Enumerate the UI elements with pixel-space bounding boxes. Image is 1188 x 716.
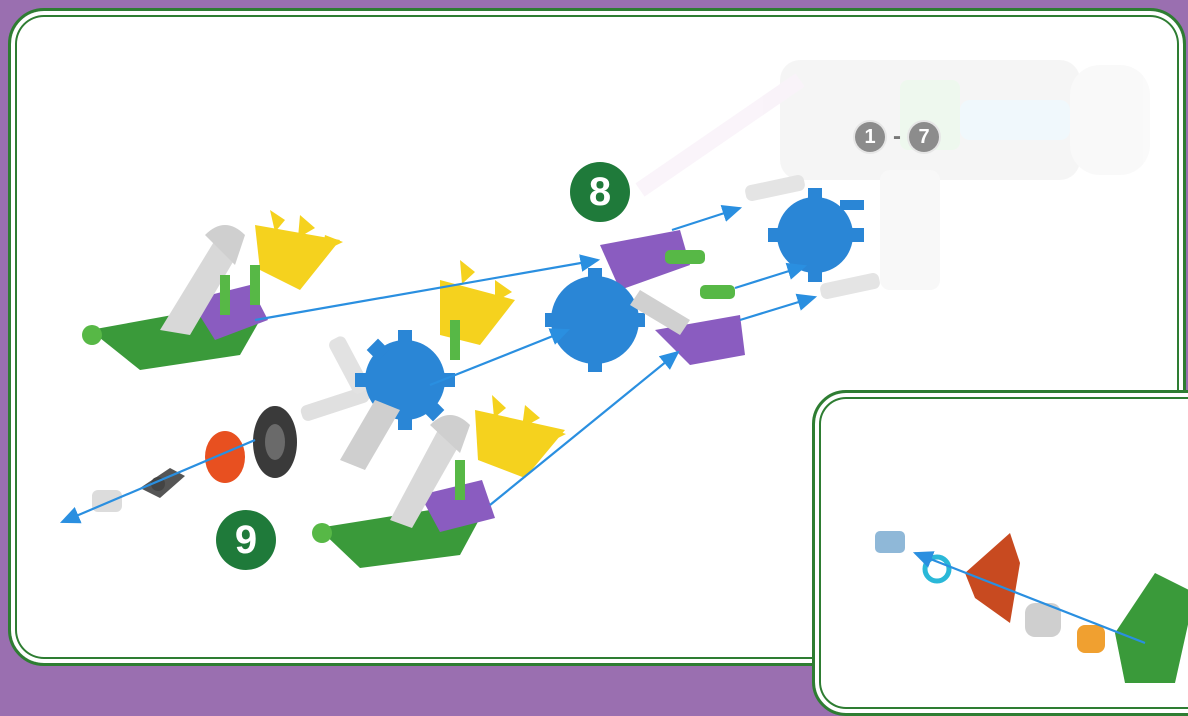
assembly-illustration bbox=[59, 60, 1150, 568]
inset-ring bbox=[922, 554, 952, 584]
assembly-arrows bbox=[59, 205, 818, 524]
previous-step-end: 7 bbox=[909, 122, 939, 152]
step-number-9: 9 bbox=[216, 510, 276, 570]
previous-step-start: 1 bbox=[855, 122, 885, 152]
previous-steps-range: 1 - 7 bbox=[855, 122, 939, 152]
lower-arm-assembly bbox=[312, 395, 566, 568]
inset-orange-spacer bbox=[1077, 625, 1105, 653]
range-separator: - bbox=[893, 123, 901, 150]
inset-red-piece bbox=[965, 533, 1020, 623]
left-arm-assembly bbox=[82, 210, 343, 370]
inset-spacer bbox=[1025, 603, 1061, 637]
step-number-8: 8 bbox=[570, 162, 630, 222]
inset-green-piece bbox=[1115, 573, 1188, 683]
inset-detail-panel bbox=[812, 390, 1188, 716]
step8-assembly bbox=[545, 175, 880, 372]
inset-illustration bbox=[875, 531, 1188, 683]
inset-connector bbox=[875, 531, 905, 553]
middle-gear-assembly bbox=[92, 260, 515, 512]
faded-previous-model bbox=[635, 60, 1150, 290]
